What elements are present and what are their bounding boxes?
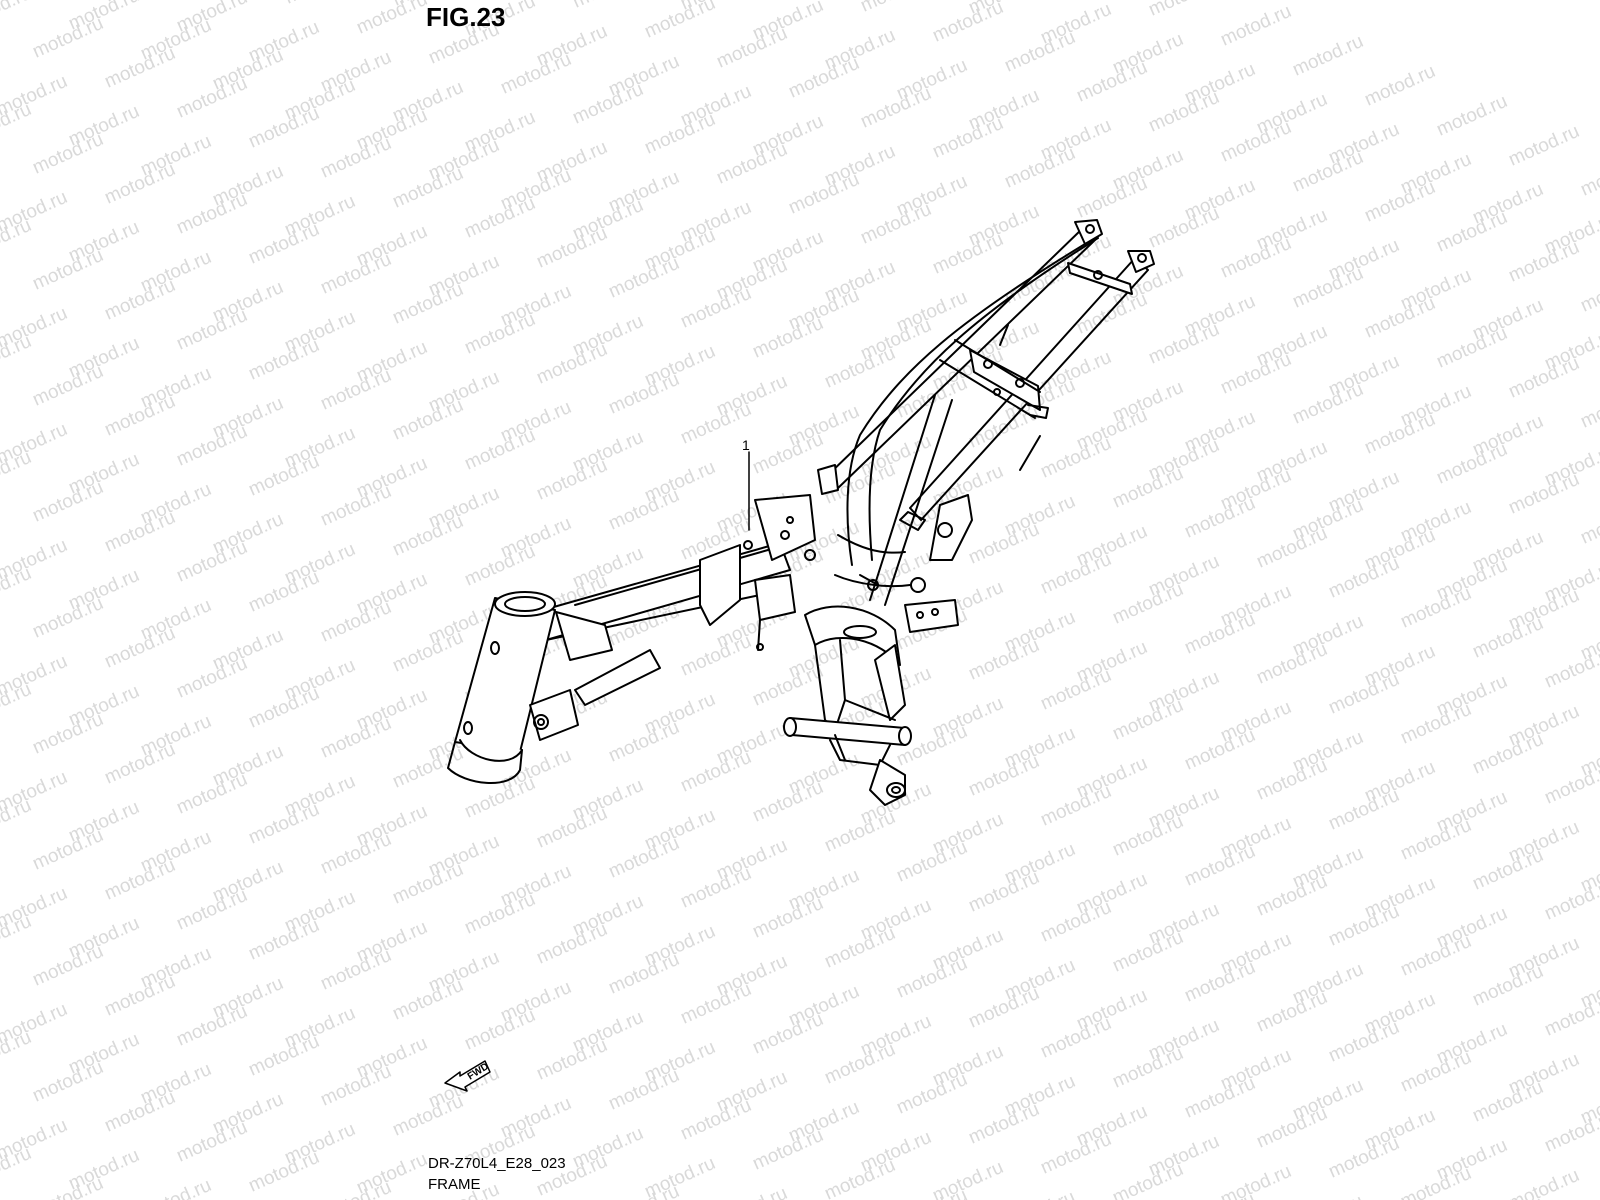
head-tube xyxy=(447,591,556,784)
main-down-tubes xyxy=(846,237,1099,606)
engine-cradle xyxy=(756,605,906,731)
callout-number: 1 xyxy=(742,437,750,453)
fwd-arrow-icon xyxy=(444,1060,491,1092)
rear-subframe-rails xyxy=(825,219,1155,521)
pivot-cross-tube xyxy=(783,717,912,806)
head-gussets xyxy=(529,611,661,741)
rear-brackets xyxy=(859,494,973,633)
figure-title: FIG.23 xyxy=(426,2,506,32)
part-name: FRAME xyxy=(428,1176,481,1193)
center-brackets xyxy=(699,464,926,626)
part-code: DR-Z70L4_E28_023 xyxy=(428,1155,566,1172)
